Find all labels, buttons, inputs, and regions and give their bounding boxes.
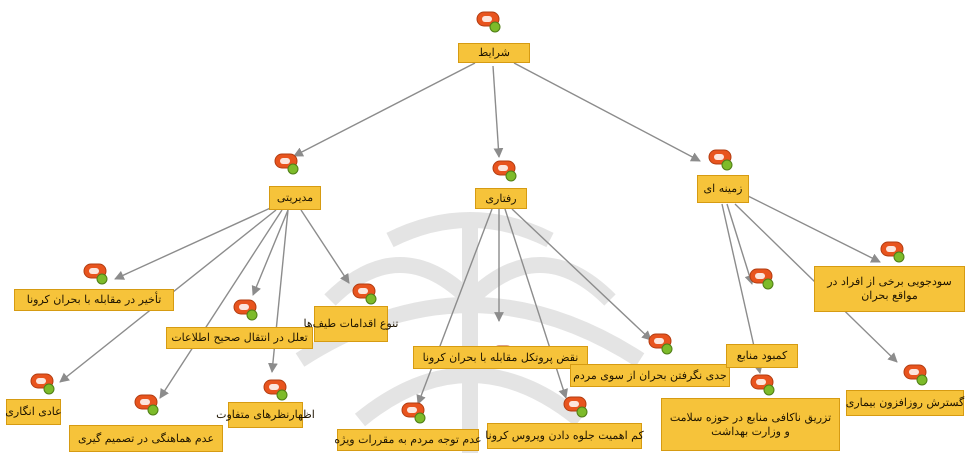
node-public-disregard[interactable]: جدی نگرفتن بحران از سوی مردم — [570, 364, 730, 387]
concept-node-icon — [476, 11, 502, 33]
root-node[interactable]: شرایط — [458, 43, 530, 63]
node-normalization[interactable]: عادی انگاری — [5, 399, 62, 425]
edge-c1-c1_2 — [300, 209, 350, 284]
concept-node-icon — [134, 394, 160, 416]
concept-node-icon — [83, 263, 109, 285]
edge-c1-c1_5 — [159, 209, 283, 399]
concept-node-icon — [648, 333, 674, 355]
node-disease-spread[interactable]: گسترش روزافزون بیماری — [846, 390, 964, 416]
node-variety-actions[interactable]: تنوع اقدامات طیف‌ها — [304, 306, 398, 342]
edge-c2-c2_2 — [511, 208, 652, 341]
concept-node-icon — [352, 283, 378, 305]
edge-c1-c1_3 — [251, 209, 289, 296]
concept-node-icon — [880, 241, 906, 263]
node-info-delay[interactable]: تعلل در انتقال صحیح اطلاعات — [166, 327, 313, 349]
node-delay-response[interactable]: تأخیر در مقابله با بحران کرونا — [14, 289, 174, 311]
concept-node-icon — [263, 379, 289, 401]
concept-node-icon — [401, 402, 427, 424]
edge-root-c3 — [513, 62, 701, 162]
node-ignore-regulations[interactable]: عدم توجه مردم به مقررات ویژه — [334, 429, 482, 451]
node-profiteering[interactable]: سودجویی برخی از افراد در مواقع بحران — [814, 266, 965, 312]
concept-node-icon — [750, 374, 776, 396]
node-resource-shortage[interactable]: کمبود منابع — [726, 344, 798, 368]
edge-c2-c2_4 — [504, 208, 568, 399]
edge-root-c1 — [293, 62, 476, 157]
category-management-node[interactable]: مدیریتی — [269, 186, 321, 210]
node-decision-coordination[interactable]: عدم هماهنگی در تصمیم گیری — [69, 425, 223, 452]
concept-node-icon — [749, 268, 775, 290]
node-insufficient-funding[interactable]: تزریق ناکافی منابع در حوزه سلامت و وزارت… — [661, 398, 840, 451]
concept-node-icon — [708, 149, 734, 171]
node-protocol-violation[interactable]: نقض پروتکل مقابله با بحران کرونا — [413, 346, 588, 369]
edge-c3-c3_1 — [747, 195, 881, 263]
edge-c1-c1_1 — [114, 204, 278, 280]
node-different-opinions[interactable]: اظهارنظرهای متفاوت — [216, 402, 315, 428]
concept-node-icon — [274, 153, 300, 175]
concept-node-icon — [563, 396, 589, 418]
category-behavioral-node[interactable]: رفتاری — [475, 188, 527, 209]
node-underestimate-virus[interactable]: کم اهمیت جلوه دادن ویروس کرونا — [485, 423, 644, 449]
concept-node-icon — [30, 373, 56, 395]
concept-node-icon — [903, 364, 929, 386]
edge-c2-c2_3 — [416, 208, 493, 405]
edge-root-c2 — [492, 65, 504, 158]
concept-node-icon — [233, 299, 259, 321]
category-contextual-node[interactable]: زمینه ای — [697, 175, 749, 203]
concept-node-icon — [492, 160, 518, 182]
